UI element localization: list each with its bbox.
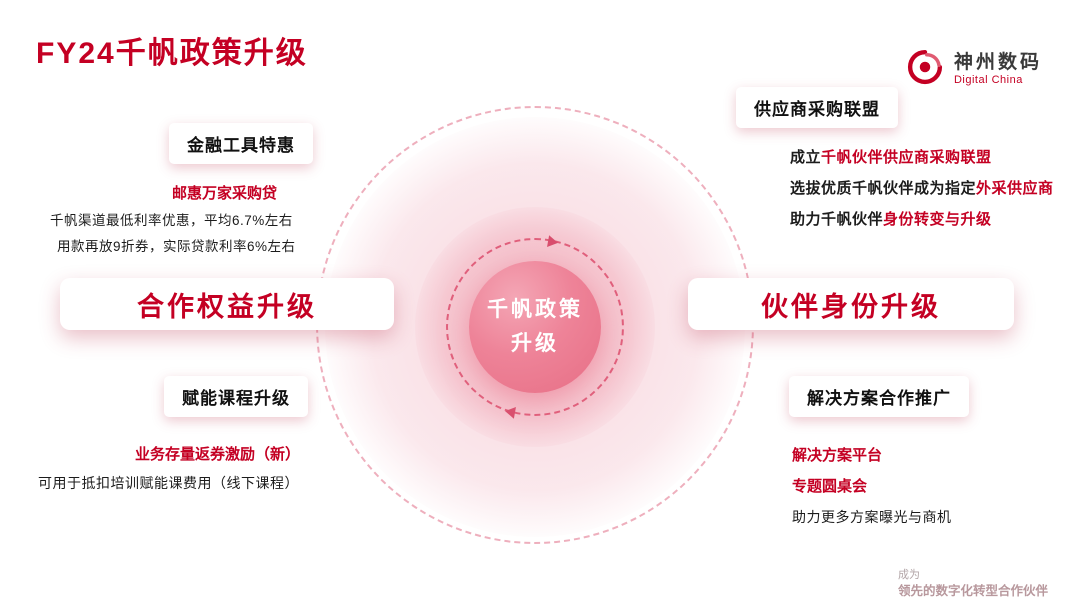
right-group2-highlight2: 专题圆桌会 xyxy=(792,478,868,495)
left-group1-line2: 用款再放9折券，实际贷款利率6%左右 xyxy=(57,239,296,254)
line1-red-segment: 千帆伙伴供应商采购联盟 xyxy=(821,149,992,166)
right-group1-line1: 成立千帆伙伴供应商采购联盟 xyxy=(790,146,992,167)
page-title: FY24千帆政策升级 xyxy=(36,37,308,70)
center-line1: 千帆政策 xyxy=(487,298,583,322)
digital-china-swirl-icon xyxy=(904,46,946,93)
left-group2-highlight: 业务存量返券激励（新） xyxy=(135,446,301,463)
logo-subtitle: Digital China xyxy=(953,74,1023,87)
left-group1-line1: 千帆渠道最低利率优惠，平均6.7%左右 xyxy=(50,213,293,228)
label-cooperation-rights-upgrade-text: 合作权益升级 xyxy=(137,291,317,322)
right-group2-line: 助力更多方案曝光与商机 xyxy=(792,509,952,525)
center-line2: 升级 xyxy=(511,332,559,355)
card-financial-tools-label: 金融工具特惠 xyxy=(187,136,295,155)
logo-name: 神州数码 xyxy=(953,52,1042,74)
card-financial-tools: 金融工具特惠 xyxy=(169,123,313,164)
footer-line2: 领先的数字化转型合作伙伴 xyxy=(898,583,1049,598)
line3-red-segment: 身份转变与升级 xyxy=(883,211,992,228)
clockwise-arrow-bottom-icon xyxy=(504,405,516,419)
footer-watermark: 成为 领先的数字化转型合作伙伴 xyxy=(898,568,1048,600)
card-enablement-courses: 赋能课程升级 xyxy=(164,376,308,417)
line1-prefix: 成立 xyxy=(790,149,822,166)
card-supplier-alliance: 供应商采购联盟 xyxy=(736,87,898,128)
right-group2-highlight1: 解决方案平台 xyxy=(792,447,883,464)
footer-line1: 成为 xyxy=(898,569,920,581)
card-supplier-alliance-label: 供应商采购联盟 xyxy=(754,100,880,119)
card-solution-promotion-label: 解决方案合作推广 xyxy=(807,389,951,408)
label-partner-identity-upgrade-text: 伙伴身份升级 xyxy=(761,291,941,322)
logo: 神州数码 Digital China xyxy=(904,46,1042,93)
label-cooperation-rights-upgrade: 合作权益升级 xyxy=(60,278,394,330)
right-group1-line3: 助力千帆伙伴身份转变与升级 xyxy=(790,208,992,229)
clockwise-arrow-top-icon xyxy=(547,235,559,249)
line2-red-segment: 外采供应商 xyxy=(976,180,1054,197)
logo-text: 神州数码 Digital China xyxy=(954,52,1042,86)
left-group1-highlight: 邮惠万家采购贷 xyxy=(172,185,278,202)
label-partner-identity-upgrade: 伙伴身份升级 xyxy=(688,278,1014,330)
card-enablement-courses-label: 赋能课程升级 xyxy=(182,389,290,408)
card-solution-promotion: 解决方案合作推广 xyxy=(789,376,969,417)
line2-prefix: 选拔优质千帆伙伴成为指定 xyxy=(790,180,977,197)
line3-prefix: 助力千帆伙伴 xyxy=(790,211,884,228)
left-group2-line: 可用于抵扣培训赋能课费用（线下课程） xyxy=(38,475,299,491)
right-group1-line2: 选拔优质千帆伙伴成为指定外采供应商 xyxy=(790,177,1054,198)
inner-dashed-ring xyxy=(446,238,624,416)
center-circle: 千帆政策 升级 xyxy=(469,261,601,393)
